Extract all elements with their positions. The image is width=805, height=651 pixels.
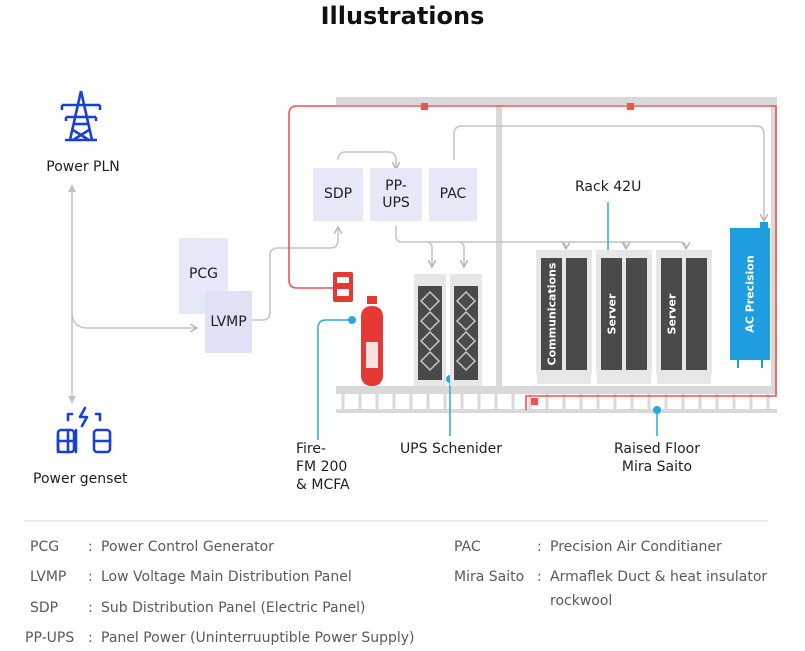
raised-floor-label-line1: Raised Floor bbox=[614, 441, 700, 457]
legend-mirasaito-desc-line1: Armaflek Duct & heat insulator bbox=[550, 569, 768, 585]
sdp-label: SDP bbox=[323, 186, 353, 202]
detector-markers bbox=[421, 103, 634, 405]
legend-mirasaito-abbr: Mira Saito bbox=[454, 569, 525, 585]
power-feed-lines bbox=[68, 125, 764, 404]
sdp-box: SDP bbox=[313, 168, 363, 221]
power-pln-label: Power PLN bbox=[46, 159, 120, 175]
legend-lvmp-sep: : bbox=[88, 569, 93, 585]
power-genset-label: Power genset bbox=[33, 471, 128, 487]
pp-ups-box: PP- UPS bbox=[370, 168, 422, 221]
fire-alarm-panel bbox=[333, 272, 353, 302]
legend-pac-abbr: PAC bbox=[454, 539, 481, 555]
pp-ups-label-line2: UPS bbox=[382, 194, 410, 211]
communications-label: Communications bbox=[545, 262, 558, 366]
legend-pac-sep: : bbox=[537, 539, 542, 555]
legend-mirasaito-desc-line2: rockwool bbox=[550, 593, 613, 609]
rack-communications: Communications bbox=[541, 258, 562, 370]
fire-detection-line bbox=[288, 105, 777, 410]
ac-precision-unit bbox=[730, 222, 770, 368]
ac-precision-box: AC Precision bbox=[730, 228, 770, 360]
lvmp-box: LVMP bbox=[205, 291, 252, 353]
fire-extinguisher bbox=[361, 296, 383, 386]
legend-pcg-sep: : bbox=[88, 539, 93, 555]
legend-sdp-desc: Sub Distribution Panel (Electric Panel) bbox=[101, 600, 366, 616]
server-1-label: Server bbox=[605, 293, 618, 335]
server-2-label: Server bbox=[665, 293, 678, 335]
pac-box: PAC bbox=[429, 168, 477, 221]
lvmp-label: LVMP bbox=[210, 313, 247, 330]
ups-cabinets bbox=[414, 274, 482, 386]
legend-lvmp-abbr: LVMP bbox=[30, 569, 67, 585]
room-structure bbox=[336, 97, 777, 393]
callout-lines bbox=[317, 202, 658, 440]
legend-ppups-abbr: PP-UPS bbox=[25, 630, 75, 646]
page-title: Illustrations bbox=[320, 2, 485, 30]
legend-pac-desc: Precision Air Conditianer bbox=[550, 539, 722, 555]
fire-label-line2: FM 200 bbox=[296, 459, 348, 475]
legend-lvmp-desc: Low Voltage Main Distribution Panel bbox=[101, 569, 352, 585]
pcg-label: PCG bbox=[188, 266, 219, 282]
legend-sdp-sep: : bbox=[88, 600, 93, 616]
fire-label: Fire- FM 200 & MCFA bbox=[296, 440, 376, 494]
raised-floor bbox=[336, 386, 777, 413]
pp-ups-label-line1: PP- bbox=[385, 177, 407, 194]
fire-label-line1: Fire- bbox=[296, 441, 327, 457]
raised-floor-label: Raised Floor Mira Saito bbox=[590, 440, 724, 476]
rack-label: Rack 42U bbox=[575, 179, 642, 195]
genset-icon bbox=[54, 406, 114, 458]
legend-ppups-sep: : bbox=[88, 630, 93, 646]
fire-label-line3: & MCFA bbox=[296, 477, 350, 493]
ac-precision-label: AC Precision bbox=[743, 255, 757, 333]
legend-pcg-abbr: PCG bbox=[30, 539, 60, 555]
rack-server-2: Server bbox=[661, 258, 682, 370]
pac-label: PAC bbox=[439, 186, 467, 202]
legend-sdp-abbr: SDP bbox=[30, 600, 59, 616]
rack-server-1: Server bbox=[601, 258, 622, 370]
legend-ppups-desc: Panel Power (Uninterruuptible Power Supp… bbox=[101, 630, 415, 646]
rack-cabinets bbox=[536, 250, 712, 384]
ups-label: UPS Schenider bbox=[399, 441, 503, 457]
legend-mirasaito-sep: : bbox=[537, 569, 542, 585]
raised-floor-label-line2: Mira Saito bbox=[621, 459, 693, 475]
transmission-tower-icon bbox=[56, 88, 106, 144]
legend-pcg-desc: Power Control Generator bbox=[101, 539, 274, 555]
